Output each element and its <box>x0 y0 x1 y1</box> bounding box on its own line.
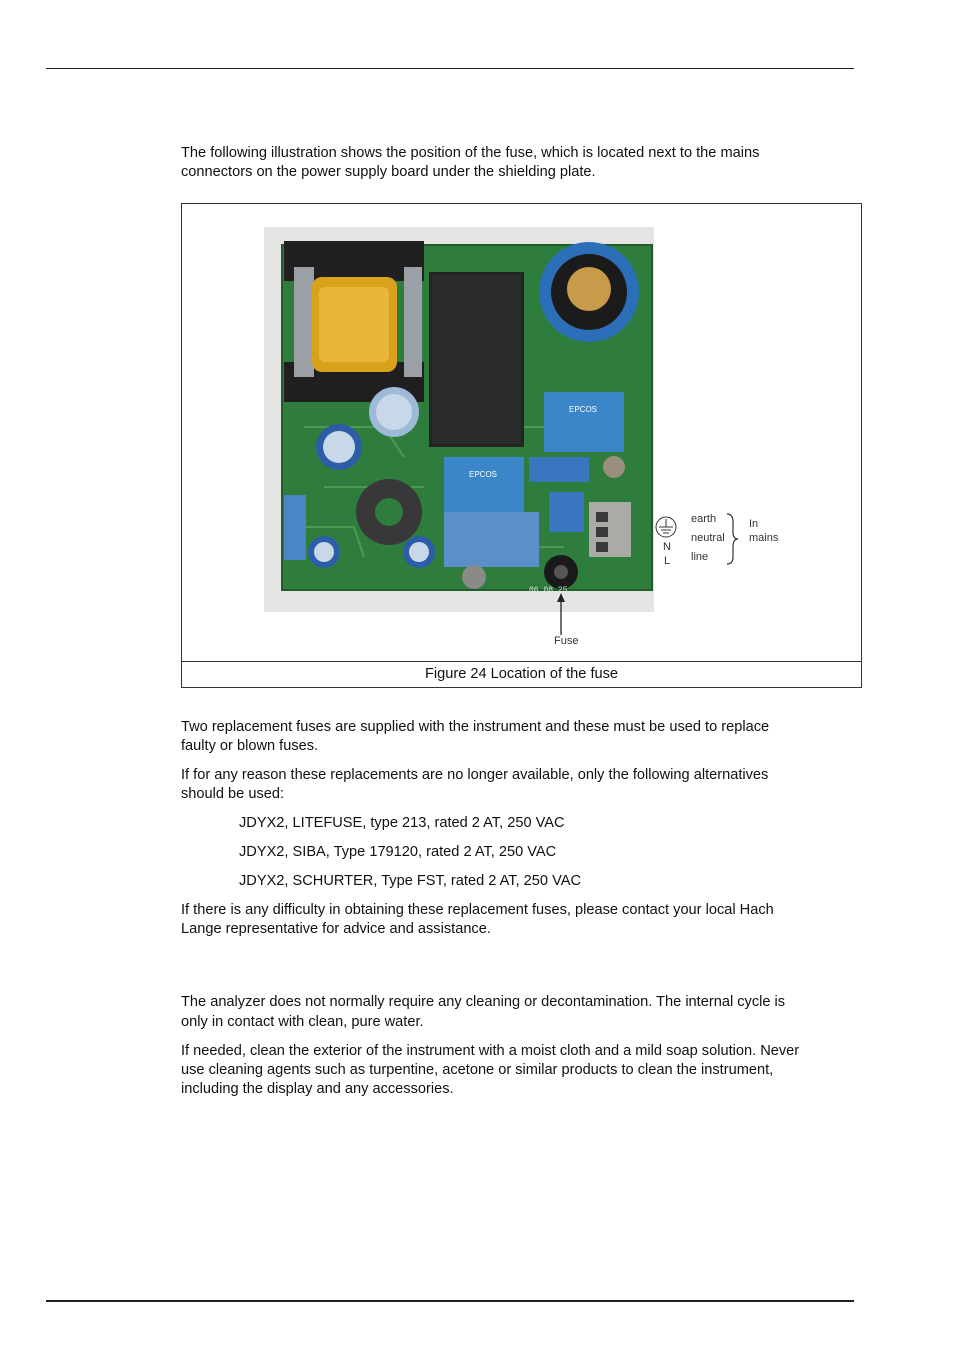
cleaning-p1-line-1: The analyzer does not normally require a… <box>181 994 786 1010</box>
figure-caption: Figure 24 Location of the fuse <box>182 661 861 687</box>
figure-frame: EPCOS EPCOS 06 08 25 <box>181 203 862 688</box>
in-label: In <box>749 518 759 530</box>
line-symbol-label: L <box>664 555 671 567</box>
board-serial: 06 08 25 <box>529 586 568 595</box>
epcos-label-middle: EPCOS <box>469 470 497 479</box>
cleaning-p2-line-1: If needed, clean the exterior of the ins… <box>181 1043 800 1059</box>
intro-line-1: The following illustration shows the pos… <box>181 145 760 161</box>
cleaning-p1-line-2: only in contact with clean, pure water. <box>181 1014 424 1030</box>
neutral-symbol-label: N <box>663 541 671 553</box>
footer-rule <box>46 1300 854 1302</box>
line-label: line <box>691 551 709 563</box>
replacement-p1-line-1: Two replacement fuses are supplied with … <box>181 719 770 735</box>
cleaning-p2-line-2: use cleaning agents such as turpentine, … <box>181 1062 774 1078</box>
power-supply-board-image: EPCOS EPCOS 06 08 25 <box>264 227 739 635</box>
replacement-p2-line-2: should be used: <box>181 786 285 802</box>
alternative-item: JDYX2, LITEFUSE, type 213, rated 2 AT, 2… <box>239 815 565 831</box>
replacement-p3-line-2: Lange representative for advice and assi… <box>181 921 491 937</box>
fuse-label: Fuse <box>554 635 579 647</box>
earth-label: earth <box>691 513 717 525</box>
replacement-p3-line-1: If there is any difficulty in obtaining … <box>181 902 774 918</box>
neutral-label: neutral <box>691 532 725 544</box>
header-rule <box>46 68 854 69</box>
alternative-item: JDYX2, SCHURTER, Type FST, rated 2 AT, 2… <box>239 873 582 889</box>
intro-line-2: connectors on the power supply board und… <box>181 164 596 180</box>
replacement-p2-line-1: If for any reason these replacements are… <box>181 767 769 783</box>
mains-label: mains <box>749 532 779 544</box>
replacement-p1-line-2: faulty or blown fuses. <box>181 738 319 754</box>
cleaning-p2-line-3: including the display and any accessorie… <box>181 1081 454 1097</box>
alternative-item: JDYX2, SIBA, Type 179120, rated 2 AT, 25… <box>239 844 557 860</box>
epcos-label-right: EPCOS <box>569 405 597 414</box>
